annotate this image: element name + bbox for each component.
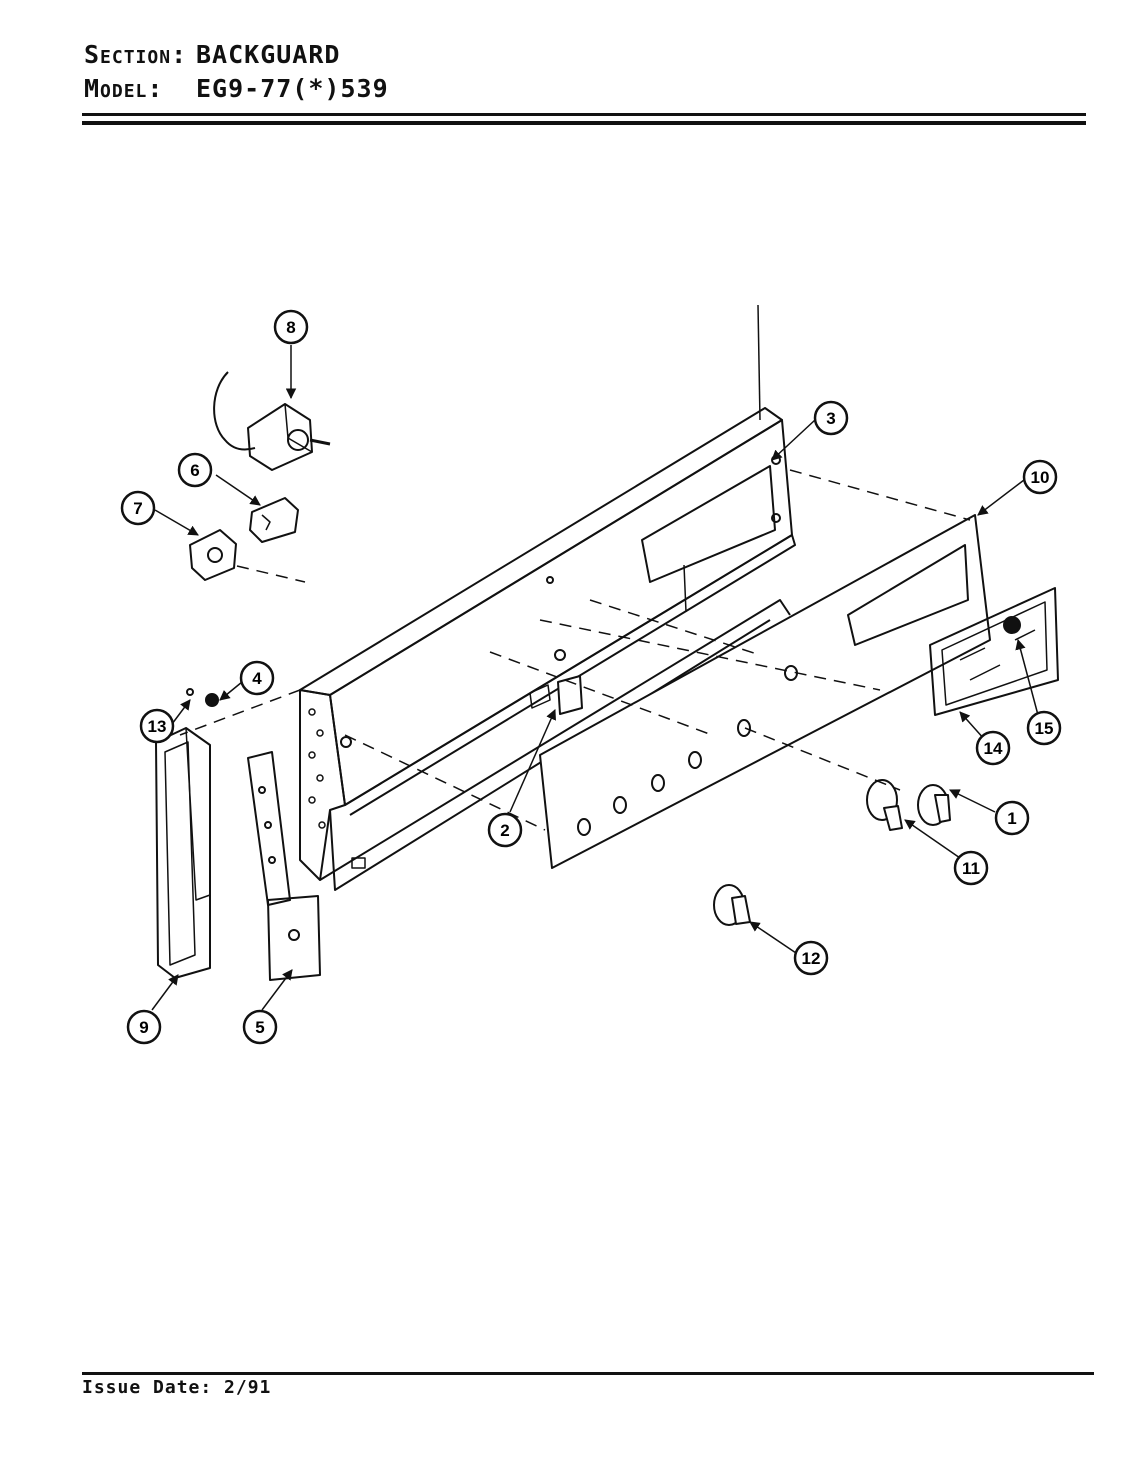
callout-circle <box>1026 710 1062 746</box>
callout-1: 1 <box>994 800 1030 836</box>
callout-11: 11 <box>953 850 989 886</box>
footer-rule <box>82 1372 1094 1375</box>
callout-14: 14 <box>975 730 1011 766</box>
leader-lines <box>151 345 1039 1011</box>
page-header: Section: BACKGUARD Model: EG9-77(*)539 <box>84 38 389 106</box>
callout-number: 15 <box>1035 719 1054 738</box>
callout-number: 7 <box>133 499 142 518</box>
section-label: Section: <box>84 40 188 69</box>
callout-15: 15 <box>1026 710 1062 746</box>
callout-6: 6 <box>177 452 213 488</box>
section-line: Section: BACKGUARD <box>84 38 389 72</box>
callout-3: 3 <box>813 400 849 436</box>
callout-10: 10 <box>1022 459 1058 495</box>
small-switch <box>557 675 583 715</box>
callout-circle <box>487 812 523 848</box>
model-value: EG9-77(*)539 <box>196 74 389 103</box>
control-panel-front <box>539 514 991 869</box>
callout-number: 11 <box>962 859 980 878</box>
section-value: BACKGUARD <box>196 40 341 69</box>
callout-7: 7 <box>120 490 156 526</box>
callout-circle <box>1022 459 1058 495</box>
callout-circle <box>793 940 829 976</box>
callout-number: 3 <box>826 409 835 428</box>
model-label: Model: <box>84 74 164 103</box>
callout-number: 5 <box>255 1018 264 1037</box>
callout-circle <box>120 490 156 526</box>
knob-12 <box>713 884 751 926</box>
callout-circle <box>953 850 989 886</box>
bracket-holes <box>308 708 326 829</box>
callout-circle <box>273 309 309 345</box>
callout-4: 4 <box>239 660 275 696</box>
callout-5: 5 <box>242 1009 278 1045</box>
callout-2: 2 <box>487 812 523 848</box>
timer-motor <box>213 371 331 471</box>
callout-number: 12 <box>802 949 821 968</box>
callout-9: 9 <box>126 1009 162 1045</box>
grommet-4 <box>205 693 219 707</box>
callout-13: 13 <box>139 708 175 744</box>
callout-number: 10 <box>1031 468 1050 487</box>
callout-circle <box>994 800 1030 836</box>
mounting-bracket <box>247 751 321 981</box>
callout-circle <box>813 400 849 436</box>
knob-1 <box>917 784 951 826</box>
callout-number: 1 <box>1007 809 1016 828</box>
callout-number: 6 <box>190 461 199 480</box>
callout-number: 8 <box>286 318 295 337</box>
knob-11 <box>866 779 903 831</box>
model-line: Model: EG9-77(*)539 <box>84 72 389 106</box>
callout-number: 9 <box>139 1018 148 1037</box>
callout-circle <box>177 452 213 488</box>
callout-circle <box>975 730 1011 766</box>
callout-8: 8 <box>273 309 309 345</box>
callout-circle <box>126 1009 162 1045</box>
switch-7 <box>189 529 237 581</box>
clock-plate <box>929 587 1059 716</box>
callout-circle <box>139 708 175 744</box>
header-rule <box>82 113 1086 126</box>
end-trim <box>155 727 211 979</box>
screw-13 <box>186 688 194 696</box>
callout-number: 14 <box>984 739 1003 758</box>
callout-number: 13 <box>148 717 167 736</box>
callout-number: 2 <box>500 821 509 840</box>
issue-date: Issue Date: 2/91 <box>82 1377 272 1398</box>
callout-number: 4 <box>252 669 262 688</box>
callout-12: 12 <box>793 940 829 976</box>
callout-circle <box>239 660 275 696</box>
callout-circle <box>242 1009 278 1045</box>
switch-6 <box>249 497 299 543</box>
